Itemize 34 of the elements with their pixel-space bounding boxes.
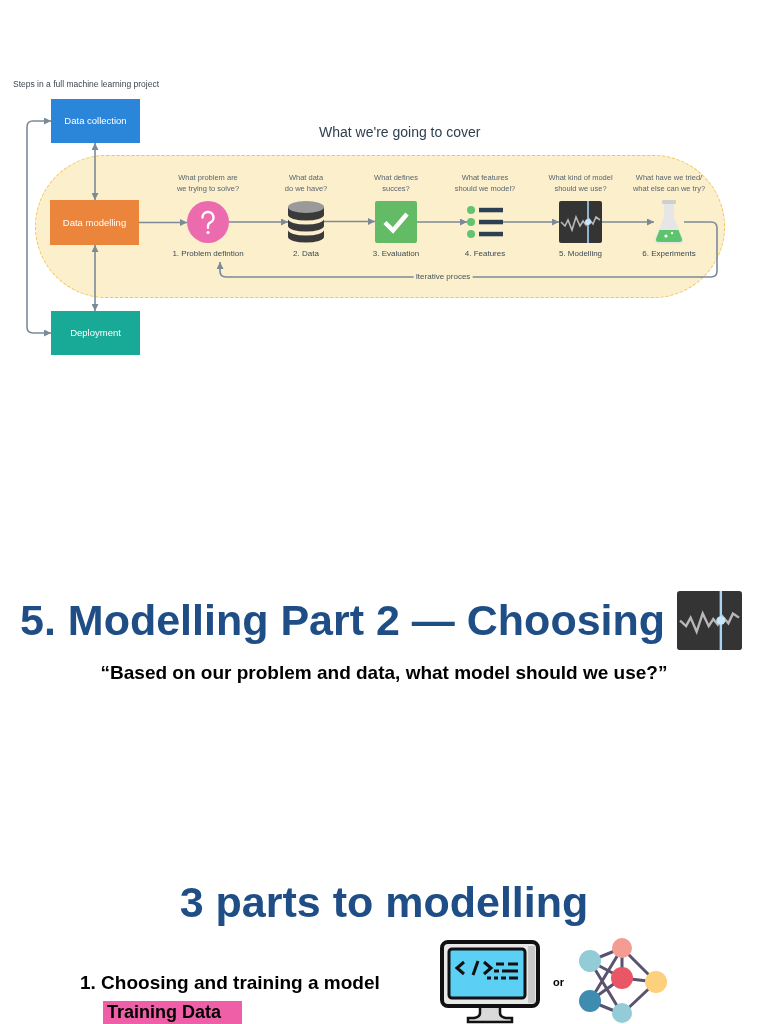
list-item-text: 1. Choosing and training a model <box>80 973 380 992</box>
step-caption: 1. Problem defintion <box>172 249 244 259</box>
arrow <box>416 218 468 226</box>
step-caption: 2. Data <box>293 249 319 259</box>
quote-text: “Based on our problem and data, what model should we use?” <box>100 662 668 684</box>
separator-text: or <box>553 977 564 988</box>
process-box: Data collection <box>51 99 140 143</box>
step-caption: 6. Experiments <box>642 249 696 259</box>
flask-icon <box>654 200 684 244</box>
diagram-title: Steps in a full machine learning project <box>13 79 159 90</box>
highlight-box: Training Data <box>103 1001 242 1024</box>
step-caption: 3. Evaluation <box>372 249 420 259</box>
question-icon <box>187 201 229 243</box>
process-box: Deployment <box>51 311 140 355</box>
arrow <box>228 218 289 226</box>
process-box: Data modelling <box>50 200 139 245</box>
double-arrow <box>26 117 52 337</box>
step-caption: 5. Modelling <box>558 249 603 259</box>
checkmark-icon <box>375 201 417 243</box>
double-arrow <box>91 244 99 312</box>
edge-label: Iterative proces <box>413 272 473 282</box>
section-heading: What we're going to cover <box>319 124 481 140</box>
arrow <box>138 219 188 226</box>
slide-heading: 5. Modelling Part 2 — Choosing <box>20 599 666 642</box>
database-icon <box>288 200 324 243</box>
line-chart-icon <box>559 201 602 243</box>
arrow <box>601 218 655 226</box>
arrow <box>323 218 376 225</box>
arrow <box>216 221 718 278</box>
list-icon <box>467 204 503 240</box>
double-arrow <box>91 142 99 201</box>
arrow <box>502 218 560 226</box>
slide-heading: 3 parts to modelling <box>179 881 589 924</box>
step-caption: 4. Features <box>464 249 506 259</box>
